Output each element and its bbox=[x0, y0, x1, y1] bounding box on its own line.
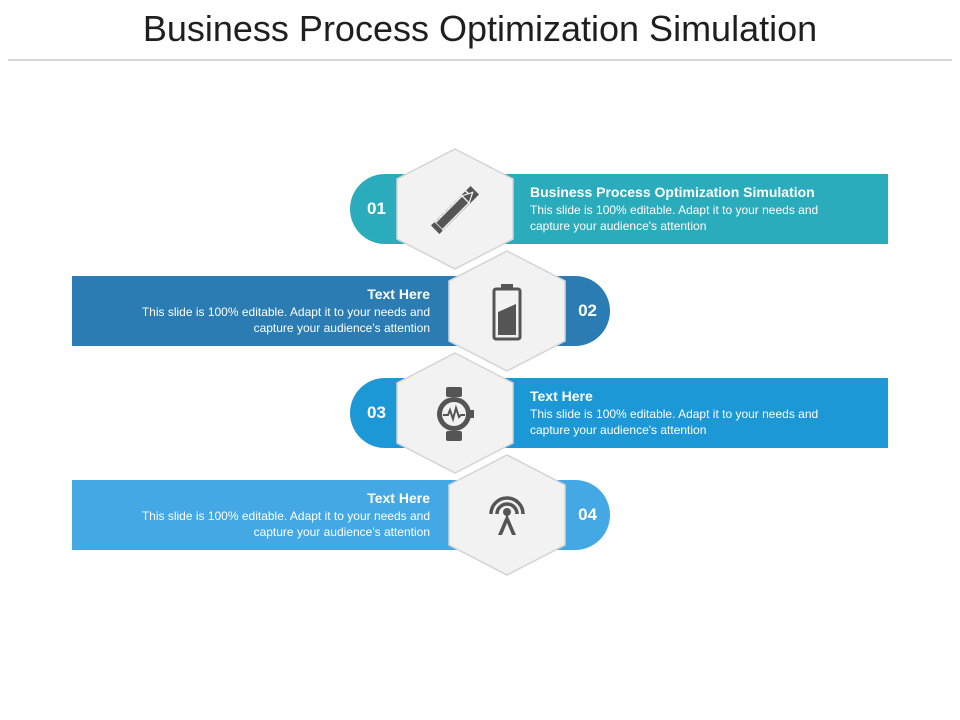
step-3-number: 03 bbox=[367, 403, 386, 422]
step-4-text: Text Here This slide is 100% editable. A… bbox=[80, 489, 430, 540]
step-1-band bbox=[470, 174, 888, 244]
step-4-band bbox=[72, 480, 490, 550]
page-title: Business Process Optimization Simulation bbox=[142, 8, 818, 49]
step-1-body-line2: capture your audience's attention bbox=[530, 219, 707, 233]
step-3-text: Text Here This slide is 100% editable. A… bbox=[530, 387, 880, 438]
battery-icon bbox=[489, 282, 525, 347]
smartwatch-icon bbox=[433, 385, 477, 448]
step-2-body-line2: capture your audience's attention bbox=[253, 321, 430, 335]
step-2-body-line1: This slide is 100% editable. Adapt it to… bbox=[141, 305, 430, 319]
step-4-heading: Text Here bbox=[367, 490, 430, 506]
step-1-text: Business Process Optimization Simulation… bbox=[530, 183, 880, 234]
step-2-text: Text Here This slide is 100% editable. A… bbox=[80, 285, 430, 336]
step-2-band bbox=[72, 276, 490, 346]
step-3-body-line2: capture your audience's attention bbox=[530, 423, 707, 437]
step-2-heading: Text Here bbox=[367, 286, 430, 302]
ruler-pencil-icon bbox=[428, 183, 482, 242]
step-4-number: 04 bbox=[578, 505, 597, 524]
step-1-heading: Business Process Optimization Simulation bbox=[530, 184, 815, 200]
step-2-number: 02 bbox=[578, 301, 597, 320]
step-1-number: 01 bbox=[367, 199, 386, 218]
step-3-heading: Text Here bbox=[530, 388, 593, 404]
title-divider bbox=[8, 59, 952, 61]
step-4-body-line2: capture your audience's attention bbox=[253, 525, 430, 539]
step-3-band bbox=[470, 378, 888, 448]
antenna-icon bbox=[485, 490, 529, 543]
step-1-body-line1: This slide is 100% editable. Adapt it to… bbox=[530, 203, 819, 217]
step-3-body-line1: This slide is 100% editable. Adapt it to… bbox=[530, 407, 819, 421]
step-4-body-line1: This slide is 100% editable. Adapt it to… bbox=[141, 509, 430, 523]
